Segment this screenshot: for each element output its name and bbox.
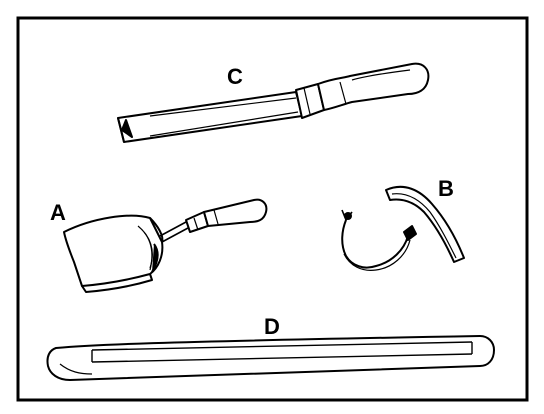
tool-d-bar bbox=[46, 335, 495, 381]
tool-c-file bbox=[117, 62, 430, 143]
label-d: D bbox=[264, 314, 280, 339]
label-c: C bbox=[227, 64, 243, 89]
label-b: B bbox=[438, 176, 454, 201]
tool-b-handle-cord bbox=[341, 185, 465, 271]
tool-a-scraper bbox=[63, 198, 268, 293]
label-a: A bbox=[50, 200, 66, 225]
